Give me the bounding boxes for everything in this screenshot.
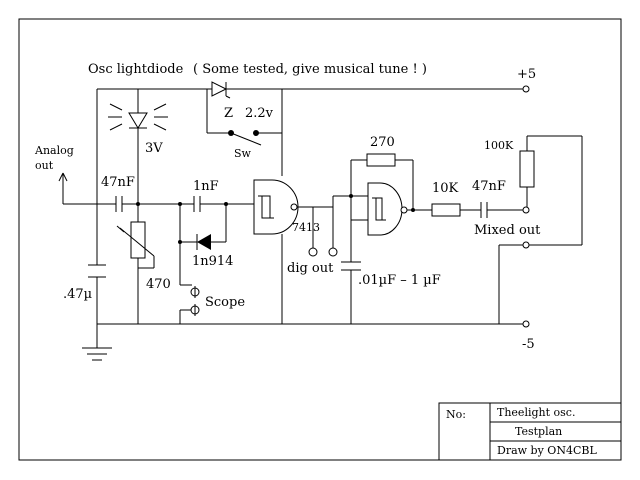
r100k-label: 100K — [484, 139, 514, 152]
diode-label: 1n914 — [192, 254, 233, 269]
analog-out-label-1: Analog — [34, 144, 74, 157]
header-note: ( Some tested, give musical tune ! ) — [193, 62, 427, 77]
title-block: No: Theelight osc. Testplan Draw by ON4C… — [438, 402, 622, 461]
analog-out-label-2: out — [35, 159, 54, 172]
scope-label: Scope — [205, 295, 245, 310]
zener-diode — [211, 81, 231, 99]
cap047-label: .47µ — [63, 287, 92, 302]
zener-voltage-label: 2.2v — [245, 106, 274, 121]
header-title: Osc lightdiode — [88, 62, 184, 77]
capacitor-47nf-left — [115, 196, 123, 212]
drawing-border — [18, 18, 622, 461]
dig-out-label: dig out — [287, 261, 334, 276]
resistor-100k — [519, 150, 535, 188]
title-author: Draw by ON4CBL — [497, 444, 597, 457]
potentiometer-470 — [116, 221, 155, 268]
r10k-label: 10K — [432, 181, 459, 196]
nand-gate-2 — [351, 182, 408, 236]
cap47n-left-label: 47nF — [101, 175, 135, 190]
plus5-terminal — [522, 85, 530, 93]
cap47n-right-label: 47nF — [472, 179, 506, 194]
resistor-10k — [431, 203, 461, 217]
cap-range-label: .01µF – 1 µF — [358, 273, 441, 288]
switch-label: Sw — [234, 147, 252, 160]
mixed-out-terminal — [522, 206, 530, 214]
cap1n-label: 1nF — [193, 179, 219, 194]
capacitor-1nf — [193, 196, 201, 212]
mixed-out-label: Mixed out — [474, 223, 541, 238]
capacitor-047u — [88, 264, 106, 278]
minus5-terminal — [522, 320, 530, 328]
r270-label: 270 — [370, 135, 395, 150]
capacitor-range — [341, 261, 361, 271]
pot-label: 470 — [146, 277, 171, 292]
analog-out-arrow — [58, 172, 68, 204]
mixed-out-terminal-2 — [522, 241, 530, 249]
diode-1n914 — [196, 234, 211, 250]
title-no-label: No: — [446, 408, 466, 421]
led-voltage-label: 3V — [145, 141, 163, 156]
capacitor-47nf-right — [480, 202, 488, 218]
minus5-label: -5 — [522, 337, 535, 352]
title-name: Theelight osc. — [497, 406, 575, 419]
resistor-270 — [366, 153, 396, 167]
dig-out-terminal — [308, 247, 318, 257]
plus5-label: +5 — [517, 67, 536, 82]
title-sub: Testplan — [515, 425, 562, 438]
switch-sw — [228, 130, 262, 146]
zener-label: Z — [224, 106, 233, 121]
gate2-terminal — [328, 247, 338, 257]
gate-label: 7413 — [292, 221, 320, 234]
ground-symbol — [82, 347, 112, 361]
